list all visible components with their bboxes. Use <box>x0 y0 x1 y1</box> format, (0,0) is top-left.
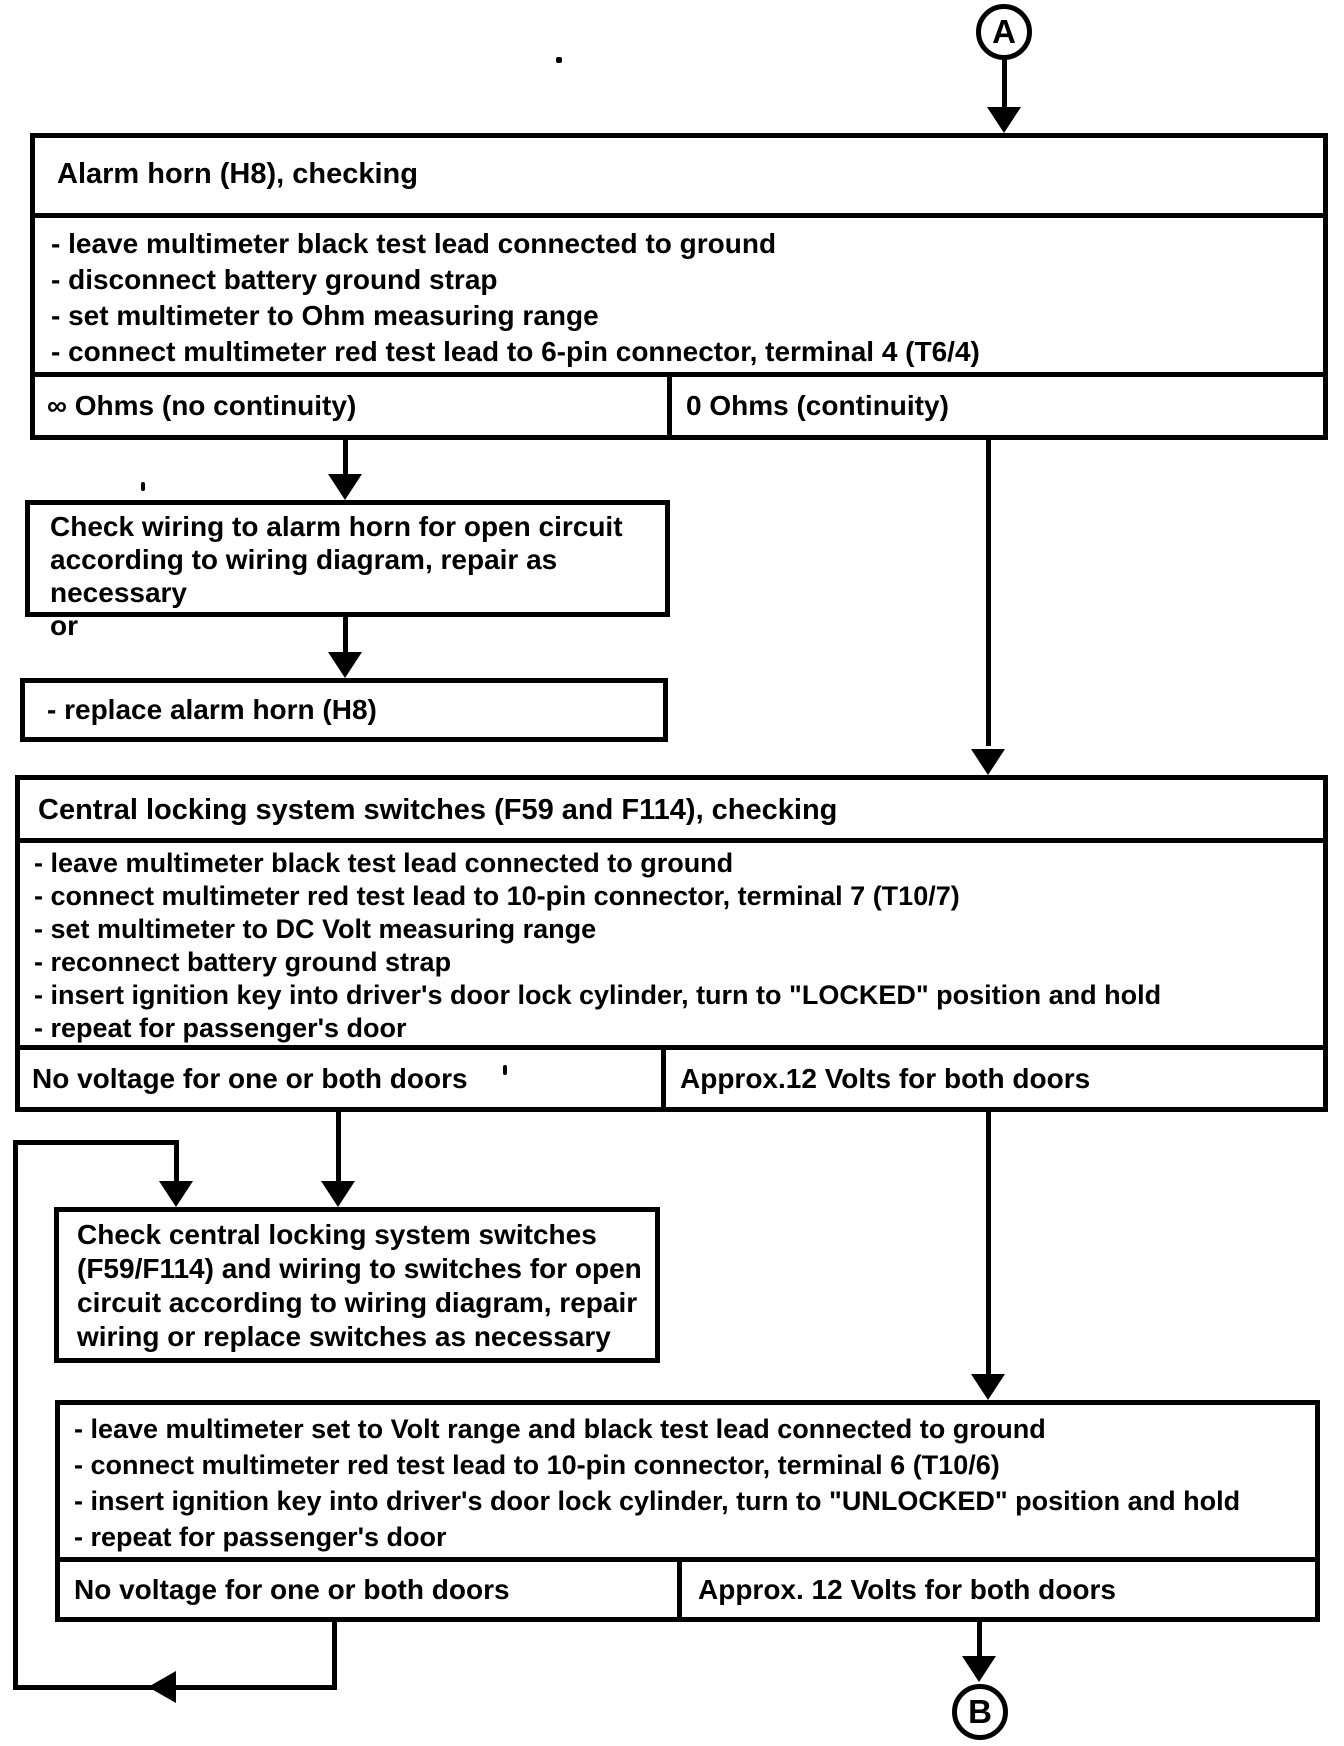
feedback-line-drop <box>174 1140 179 1183</box>
connector-a-label: A <box>992 13 1016 50</box>
step-line: - reconnect battery ground strap <box>34 947 452 977</box>
check-switches-line: circuit according to wiring diagram, rep… <box>77 1287 638 1318</box>
result-cell-right: 0 Ohms (continuity) <box>686 390 949 421</box>
result-cell-right: Approx.12 Volts for both doors <box>680 1062 1091 1094</box>
alarm-horn-title: Alarm horn (H8), checking <box>35 138 1323 218</box>
alarm-horn-box: Alarm horn (H8), checking - leave multim… <box>30 133 1328 440</box>
flow-line-a-to-box1 <box>1002 58 1007 110</box>
arrow-left-icon <box>148 1671 176 1703</box>
feedback-line-bottom-drop <box>332 1622 337 1690</box>
unlock-test-steps: - leave multimeter set to Volt range and… <box>60 1405 1315 1562</box>
arrow-down-icon <box>971 1374 1005 1400</box>
scan-speck <box>503 1065 507 1075</box>
step-line: - connect multimeter red test lead to 10… <box>74 1450 1000 1480</box>
arrow-down-icon <box>971 749 1005 775</box>
flow-line-to-replace <box>343 617 348 654</box>
step-line: - disconnect battery ground strap <box>51 264 498 295</box>
flow-line-to-b <box>977 1622 982 1658</box>
step-line: - set multimeter to Ohm measuring range <box>51 300 599 331</box>
check-wiring-line: according to wiring diagram, repair as n… <box>50 544 558 608</box>
check-switches-box: Check central locking system switches (F… <box>54 1207 660 1363</box>
result-cell-right: Approx. 12 Volts for both doors <box>698 1573 1116 1605</box>
check-wiring-line: or <box>50 610 78 641</box>
step-line: - leave multimeter black test lead conne… <box>34 848 734 878</box>
central-locking-steps: - leave multimeter black test lead conne… <box>20 843 1323 1050</box>
central-locking-box: Central locking system switches (F59 and… <box>15 775 1328 1112</box>
step-line: - insert ignition key into driver's door… <box>34 980 1162 1010</box>
central-locking-title: Central locking system switches (F59 and… <box>20 780 1323 843</box>
check-switches-line: wiring or replace switches as necessary <box>77 1321 611 1352</box>
flow-line-no-continuity <box>343 440 348 476</box>
check-switches-line: (F59/F114) and wiring to switches for op… <box>77 1253 642 1284</box>
feedback-line-top <box>13 1140 179 1145</box>
central-locking-result-row: No voltage for one or both doors Approx.… <box>20 1050 1323 1107</box>
replace-horn-box: - replace alarm horn (H8) <box>20 678 668 742</box>
arrow-down-icon <box>321 1181 355 1207</box>
step-line: - leave multimeter set to Volt range and… <box>74 1414 1046 1444</box>
connector-a: A <box>976 4 1032 60</box>
check-wiring-line: Check wiring to alarm horn for open circ… <box>50 511 623 542</box>
result-cell-left: No voltage for one or both doors <box>20 1050 666 1107</box>
arrow-down-icon <box>987 107 1021 133</box>
flow-line-12v <box>986 1112 991 1376</box>
arrow-down-icon <box>159 1181 193 1207</box>
step-line: - leave multimeter black test lead conne… <box>51 228 777 259</box>
step-line: - repeat for passenger's door <box>74 1522 447 1552</box>
connector-b-label: B <box>968 1693 992 1730</box>
flow-line-no-voltage <box>336 1112 341 1183</box>
unlock-test-box: - leave multimeter set to Volt range and… <box>55 1400 1320 1622</box>
step-line: - repeat for passenger's door <box>34 1013 407 1043</box>
scan-speck <box>556 57 562 63</box>
check-switches-line: Check central locking system switches <box>77 1219 597 1250</box>
connector-b: B <box>952 1684 1008 1740</box>
replace-horn-text: - replace alarm horn (H8) <box>47 694 377 725</box>
arrow-down-icon <box>328 474 362 500</box>
feedback-line-spine <box>13 1140 18 1690</box>
alarm-horn-result-row: ∞ Ohms (no continuity) 0 Ohms (continuit… <box>35 377 1323 435</box>
result-cell-left: ∞ Ohms (no continuity) <box>35 377 672 435</box>
result-cell-left: No voltage for one or both doors <box>60 1562 682 1617</box>
arrow-down-icon <box>962 1656 996 1682</box>
flow-line-continuity <box>986 440 991 746</box>
step-line: - connect multimeter red test lead to 10… <box>34 881 960 911</box>
step-line: - connect multimeter red test lead to 6-… <box>51 336 980 367</box>
step-line: - insert ignition key into driver's door… <box>74 1486 1241 1516</box>
alarm-horn-steps: - leave multimeter black test lead conne… <box>35 218 1323 377</box>
check-wiring-box: Check wiring to alarm horn for open circ… <box>25 500 670 641</box>
step-line: - set multimeter to DC Volt measuring ra… <box>34 914 597 944</box>
scan-speck <box>141 482 145 491</box>
unlock-test-result-row: No voltage for one or both doors Approx.… <box>60 1562 1315 1617</box>
arrow-down-icon <box>328 652 362 678</box>
